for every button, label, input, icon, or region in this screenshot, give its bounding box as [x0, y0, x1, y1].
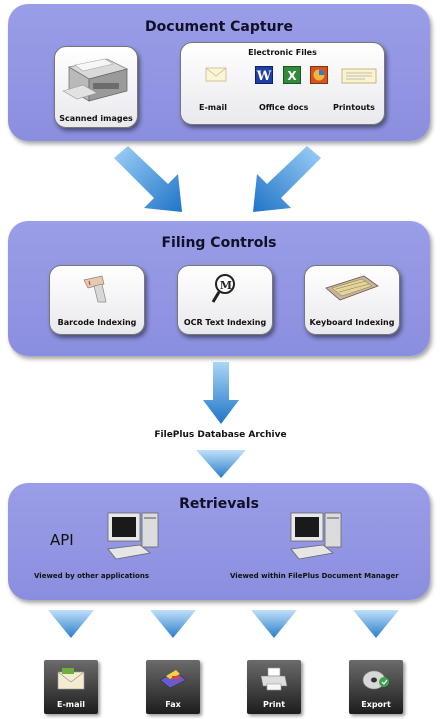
svg-text:W: W: [256, 69, 272, 84]
scanned-images-card: Scanned images: [54, 46, 138, 128]
disc-export-icon: [362, 670, 389, 690]
fax-icon: [159, 670, 187, 689]
envelope-icon: [205, 67, 227, 82]
keyboard-indexing-card: Keyboard Indexing: [304, 265, 400, 335]
arrow-archive-to-retrievals: [196, 450, 246, 478]
barcode-indexing-card: Barcode Indexing: [49, 265, 145, 335]
svg-text:M: M: [220, 279, 232, 292]
keyboard-indexing-label: Keyboard Indexing: [309, 318, 395, 327]
output-email-label: E-mail: [56, 700, 85, 709]
viewed-within-fileplus-label: Viewed within FilePlus Document Manager: [230, 572, 399, 580]
office-docs-label: Office docs: [259, 103, 309, 112]
viewed-by-other-apps-label: Viewed by other applications: [34, 572, 150, 580]
svg-text:X: X: [287, 69, 297, 83]
output-fax-label: Fax: [165, 700, 181, 709]
arrow-filing-to-archive: [203, 362, 239, 424]
document-capture-title: Document Capture: [145, 19, 293, 35]
electronic-files-card: Electronic Files W X E-mail Office docs …: [180, 42, 385, 125]
document-capture-panel: Document Capture Scanned images Electron…: [8, 4, 430, 141]
output-fax: Fax: [146, 660, 200, 714]
printer-icon: [260, 667, 288, 691]
retrievals-panel: Retrievals API Viewed by other applicati…: [8, 483, 430, 600]
api-label: API: [50, 531, 74, 549]
powerpoint-doc-icon: [310, 66, 328, 84]
printouts-label: Printouts: [333, 103, 375, 112]
output-export: Export: [349, 660, 403, 714]
arrow-to-export: [353, 610, 399, 638]
arrow-capture-to-filing-right: [253, 146, 321, 212]
mail-icon: [57, 668, 85, 690]
barcode-scanner-icon: [83, 275, 107, 303]
filing-controls-title: Filing Controls: [161, 235, 277, 251]
computer-icon-left: [107, 512, 159, 560]
excel-doc-icon: X: [283, 66, 301, 84]
output-print-label: Print: [262, 700, 286, 709]
arrow-to-email: [48, 610, 94, 638]
magnifier-icon: M: [211, 274, 235, 303]
scanned-images-label: Scanned images: [59, 114, 133, 123]
barcode-indexing-label: Barcode Indexing: [57, 318, 137, 327]
arrow-to-print: [251, 610, 297, 638]
electronic-files-title: Electronic Files: [248, 48, 317, 57]
filing-controls-panel: Filing Controls Barcode Indexing M OCR T…: [8, 221, 430, 356]
arrow-to-fax: [150, 610, 196, 638]
arrow-capture-to-filing-left: [114, 146, 182, 212]
printout-icon: [341, 68, 377, 84]
output-export-label: Export: [361, 700, 391, 709]
scanner-icon: [62, 58, 129, 102]
archive-label: FilePlus Database Archive: [154, 430, 287, 440]
output-print: Print: [247, 660, 301, 714]
ocr-text-indexing-card: M OCR Text Indexing: [177, 265, 273, 335]
output-email: E-mail: [44, 660, 98, 714]
keyboard-icon: [325, 275, 379, 301]
computer-icon-right: [290, 512, 342, 560]
ocr-text-indexing-label: OCR Text Indexing: [183, 318, 267, 327]
word-doc-icon: W: [255, 66, 273, 84]
email-file-label: E-mail: [199, 103, 228, 112]
retrievals-title: Retrievals: [179, 496, 259, 512]
